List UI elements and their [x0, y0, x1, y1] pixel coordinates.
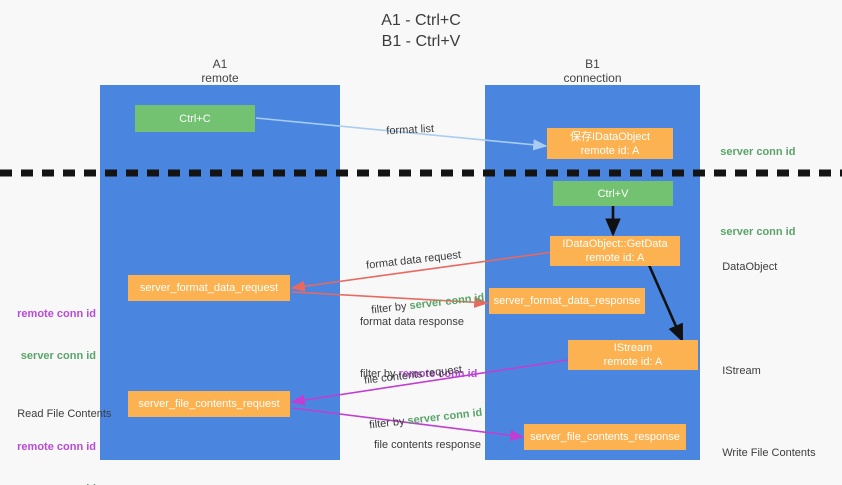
edge-label-format-data-request-line1: format data request — [365, 249, 462, 272]
left-label-server-conn-id-1: server conn id — [20, 350, 96, 362]
edge-label-format-data-response-line2: filter by remote conn id — [360, 367, 477, 382]
right-label-dataobject: DataObject — [710, 246, 777, 288]
edge-label-fdresp-filter-prefix: filter by — [360, 368, 399, 380]
edge-label-format-list-text: format list — [386, 122, 435, 138]
node-server-file-contents-response-label: server_file_contents_response — [530, 431, 680, 443]
left-label-conn-ids-1: remote conn id server conn id — [8, 279, 96, 391]
node-istream-line2: remote id: A — [603, 356, 663, 368]
node-server-format-data-request[interactable]: server_format_data_request — [128, 275, 290, 301]
node-server-format-data-request-label: server_format_data_request — [139, 282, 279, 294]
edge-label-file-contents-response: file contents response filter by remote … — [374, 408, 481, 485]
left-label-server-conn-id-2: server conn id — [8, 482, 96, 485]
node-save-idataobject-line2: remote id: A — [580, 144, 640, 157]
right-label-dataobject-text: DataObject — [722, 261, 778, 273]
node-istream-line1: IStream — [613, 342, 653, 354]
column-b1-sub: connection — [563, 71, 622, 85]
title-line-2: B1 - Ctrl+V — [381, 33, 461, 50]
node-istream[interactable]: IStream remote id: A — [568, 340, 698, 370]
title-line-1: A1 - Ctrl+C — [381, 12, 461, 29]
node-getdata-line1: IDataObject::GetData — [562, 238, 668, 250]
right-label-server-conn-id-1-text: server conn id — [720, 146, 796, 158]
edge-label-file-contents-request-line1: file contents request — [363, 363, 463, 387]
edge-label-format-list: format list — [373, 107, 435, 155]
column-a1-name: A1 — [212, 57, 228, 71]
node-ctrl-c-label: Ctrl+C — [179, 112, 211, 125]
node-ctrl-v[interactable]: Ctrl+V — [553, 181, 673, 206]
edge-label-file-contents-response-line1: file contents response — [374, 439, 482, 451]
left-label-read-file-contents: Read File Contents — [5, 393, 111, 435]
left-label-conn-ids-2: remote conn id server conn id — [8, 412, 96, 485]
right-label-istream-text: IStream — [722, 365, 761, 377]
node-ctrl-v-label: Ctrl+V — [597, 187, 629, 200]
right-label-write-file-contents-text: Write File Contents — [722, 447, 816, 459]
right-label-server-conn-id-2: server conn id — [708, 211, 795, 253]
node-save-idataobject-line1: 保存IDataObject — [569, 130, 651, 143]
node-server-file-contents-request-label: server_file_contents_request — [138, 398, 280, 410]
column-header-b1: B1 connection — [485, 57, 700, 85]
column-b1-name: B1 — [585, 57, 600, 71]
edge-label-format-data-response-line1: format data response — [360, 316, 464, 328]
right-label-server-conn-id-1: server conn id — [708, 131, 795, 173]
node-server-file-contents-request[interactable]: server_file_contents_request — [128, 391, 290, 417]
node-server-file-contents-response[interactable]: server_file_contents_response — [524, 424, 686, 450]
column-a1-sub: remote — [201, 71, 239, 85]
node-server-format-data-response-label: server_format_data_response — [493, 295, 641, 307]
node-ctrl-c[interactable]: Ctrl+C — [135, 105, 255, 132]
edge-label-format-data-response: format data response filter by remote co… — [360, 285, 477, 412]
right-label-write-file-contents: Write File Contents — [710, 432, 816, 474]
node-server-format-data-response[interactable]: server_format_data_response — [489, 288, 645, 314]
left-label-remote-conn-id-2: remote conn id — [17, 441, 96, 453]
left-label-read-file-contents-text: Read File Contents — [17, 408, 112, 420]
node-getdata-line2: remote id: A — [585, 252, 645, 264]
column-header-a1: A1 remote — [100, 57, 340, 85]
left-label-remote-conn-id-1: remote conn id — [17, 308, 96, 320]
page-title: A1 - Ctrl+C B1 - Ctrl+V — [0, 10, 842, 52]
right-label-server-conn-id-2-text: server conn id — [720, 226, 796, 238]
node-idataobject-getdata[interactable]: IDataObject::GetData remote id: A — [550, 236, 680, 266]
right-label-istream: IStream — [710, 350, 761, 392]
node-save-idataobject[interactable]: 保存IDataObject remote id: A — [547, 128, 673, 159]
edge-label-fdresp-filter-value: remote conn id — [398, 368, 478, 380]
